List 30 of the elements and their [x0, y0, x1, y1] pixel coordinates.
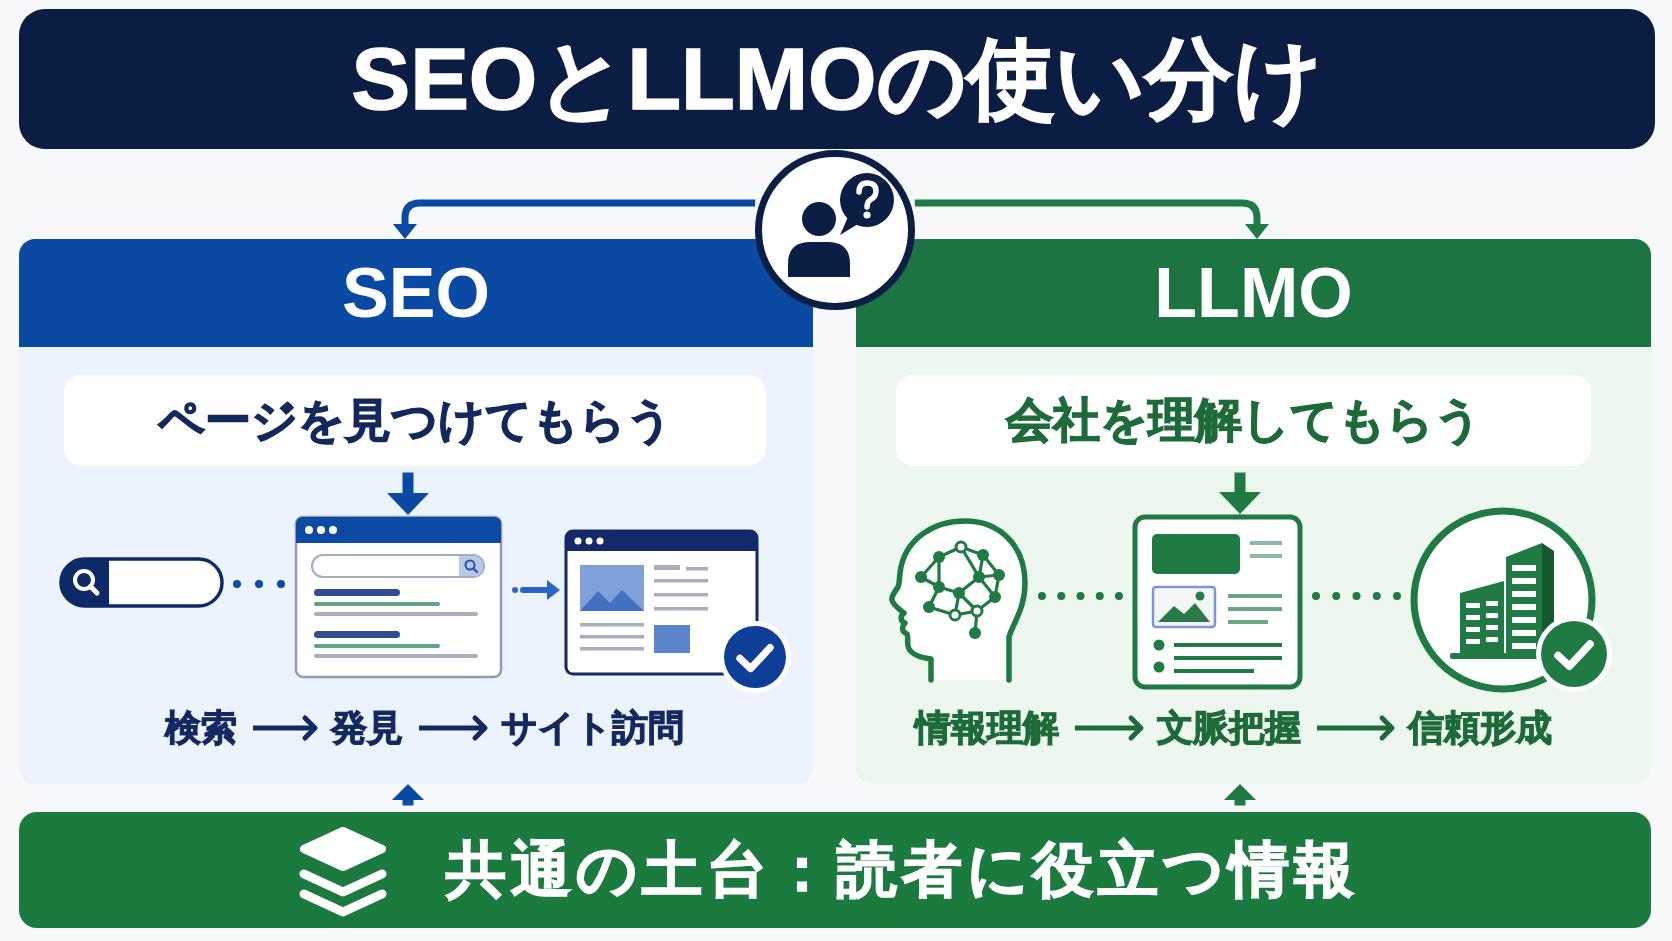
step-label: 信頼形成: [1408, 706, 1552, 750]
arrow: [387, 472, 429, 515]
browser-window-illustration: [294, 515, 503, 679]
arrow: [393, 199, 756, 239]
step-label: 検索: [165, 706, 237, 750]
arrow: [1219, 472, 1261, 514]
arrow: [1224, 784, 1256, 806]
step-label: 発見: [331, 706, 403, 750]
step-label: 文脈把握: [1157, 706, 1301, 750]
heading-box: ページを見つけてもらう: [64, 375, 766, 466]
banner-text: 共通の土台：読者に役立つ情報: [446, 835, 1359, 905]
footer-banner: [19, 812, 1651, 928]
web-page-illustration: [564, 529, 759, 676]
panel-header: LLMO: [856, 239, 1651, 347]
arrow: [1317, 715, 1395, 741]
step-label: サイト訪問: [501, 706, 684, 750]
panel-header: SEO: [19, 239, 813, 347]
panel: [19, 239, 813, 784]
arrow: [914, 199, 1269, 239]
heading-box: 会社を理解してもらう: [896, 375, 1591, 466]
panel: [856, 239, 1651, 784]
step-label: 情報理解: [915, 706, 1059, 750]
arrow: [392, 784, 424, 806]
document-illustration: [1132, 514, 1303, 690]
search-bar-illustration: [59, 557, 224, 608]
arrow: [419, 715, 488, 741]
arrow: [253, 715, 318, 741]
title-banner: SEOとLLMOの使い分け: [19, 9, 1655, 149]
arrow: [509, 580, 560, 600]
arrow: [1075, 715, 1144, 741]
